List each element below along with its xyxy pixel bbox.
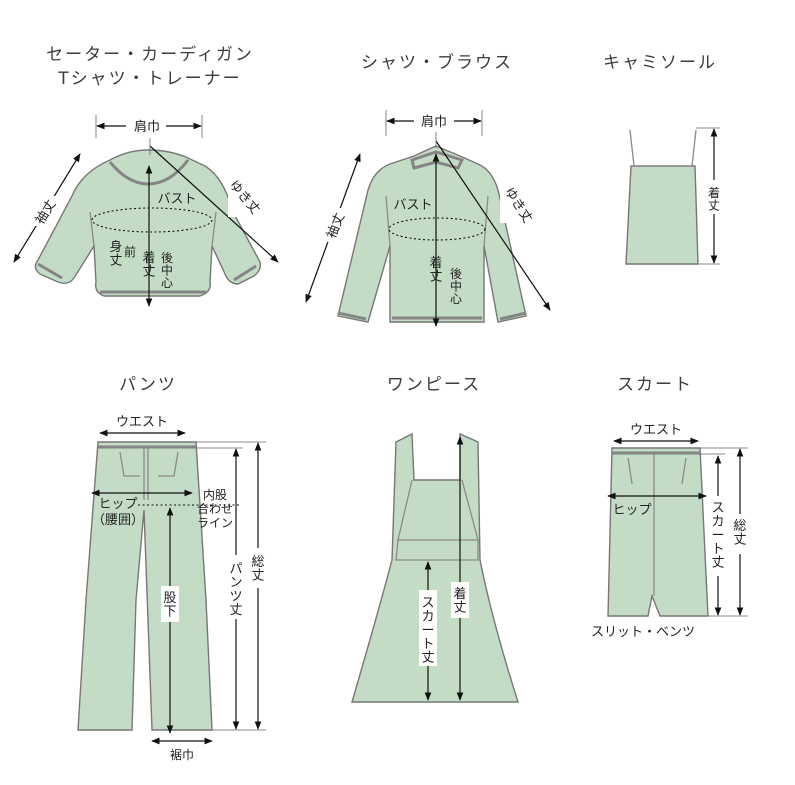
pants-uchimata-label-2: 合わせ	[197, 501, 233, 516]
pants-take-label: パンツ丈	[229, 562, 242, 618]
title-onepiece: ワンピース	[387, 375, 481, 395]
shirt-measurements: 肩巾 袖丈 ゆき丈 バスト 着丈 後中心	[305, 110, 551, 327]
skirt-waist-label: ウエスト	[630, 423, 682, 438]
title-camisole: キャミソール	[603, 53, 717, 73]
onepiece-kitake-label: 着丈	[453, 586, 466, 616]
pants-illustration	[77, 441, 213, 731]
pants-koshimawari-label: （腰囲）	[92, 513, 144, 528]
pants-matashita-label: 股下	[163, 591, 176, 620]
shirt-kitake-label: 着丈	[429, 255, 442, 285]
pants-uchimata-label-3: ライン	[197, 516, 233, 530]
skirt-soutake-label: 総丈	[733, 519, 746, 548]
sweater-bust-label: バスト	[157, 192, 196, 207]
shirt-illustration	[337, 145, 527, 323]
sweater-kitake-label: 着丈	[142, 250, 155, 280]
camisole-measurements: 着丈	[696, 127, 724, 265]
title-sweater-line1: セーター・カーディガン	[46, 44, 254, 65]
title-shirt: シャツ・ブラウス	[361, 52, 513, 73]
skirt-hip-label: ヒップ	[612, 503, 651, 518]
shirt-katahaba-label: 肩巾	[421, 114, 447, 130]
sweater-mitake-label: 身丈	[109, 239, 122, 269]
skirt-illustration	[607, 447, 709, 617]
title-skirt: スカート	[617, 375, 693, 395]
onepiece-skirt-take-label: スカート丈	[421, 596, 434, 666]
pants-waist-label: ウエスト	[116, 415, 168, 430]
pants-susohaba-label: 裾巾	[170, 747, 194, 762]
sweater-mae-label: 前	[124, 244, 136, 259]
shirt-bust-label: バスト	[393, 198, 432, 213]
title-sweater-line2: Tシャツ・トレーナー	[57, 69, 241, 89]
camisole-kitake-label: 着丈	[708, 185, 720, 213]
sweater-katahaba-label: 肩巾	[134, 119, 160, 135]
skirt-slit-vents-label: スリット・ベンツ	[591, 625, 695, 640]
camisole-illustration	[625, 129, 699, 265]
onepiece-illustration	[351, 432, 519, 703]
pants-soutake-label: 総丈	[251, 555, 264, 584]
sweater-ushiro-label: 後中心	[161, 251, 173, 290]
onepiece-measurements: 着丈 スカート丈	[419, 436, 469, 701]
skirt-take-label: スカート丈	[711, 501, 724, 571]
pants-uchimata-label-1: 内股	[203, 488, 227, 502]
pants-hip-label: ヒップ	[98, 497, 137, 512]
skirt-measurements: ウエスト ヒップ 総丈 スカート丈 スリット・ベンツ	[591, 423, 749, 640]
shirt-ushiro-label: 後中心	[450, 267, 462, 306]
pants-measurements: ウエスト ヒップ （腰囲） 内股 合わせ ライン 股下 総丈 パンツ丈 裾巾	[91, 415, 267, 762]
title-pants: パンツ	[119, 375, 177, 395]
